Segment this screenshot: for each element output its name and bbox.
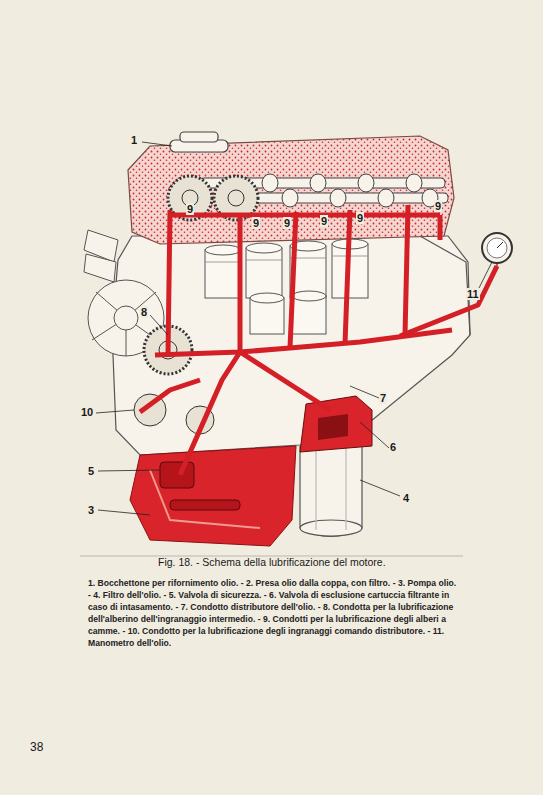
- filter-head: [300, 396, 372, 452]
- callout-number: 3: [87, 504, 95, 516]
- page-number: 38: [30, 740, 43, 754]
- callout-number: 9: [283, 217, 291, 229]
- callout-number: 9: [252, 217, 260, 229]
- figure-caption: Fig. 18. - Schema della lubrificazione d…: [158, 556, 386, 568]
- callout-number: 8: [140, 306, 148, 318]
- callout-number: 9: [434, 200, 442, 212]
- callout-number: 4: [402, 492, 410, 504]
- callout-number: 9: [320, 215, 328, 227]
- callout-number: 6: [389, 441, 397, 453]
- callout-number: 1: [130, 134, 138, 146]
- oil-gauge: [482, 233, 512, 263]
- oil-passages: [140, 205, 497, 475]
- oil-sump: [130, 446, 296, 546]
- leader-lines: [96, 142, 492, 515]
- callout-number: 9: [186, 203, 194, 215]
- legend-key-text: 1. Bocchettone per rifornimento olio. - …: [88, 577, 460, 649]
- callout-number: 9: [356, 212, 364, 224]
- callout-number: 10: [80, 406, 94, 418]
- callout-number: 7: [379, 392, 387, 404]
- callout-number: 11: [466, 288, 480, 300]
- callout-number: 5: [87, 465, 95, 477]
